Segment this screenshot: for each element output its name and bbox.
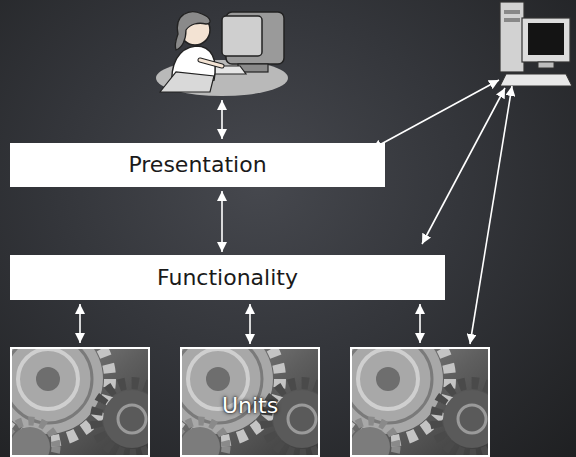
drive-bay — [504, 18, 520, 22]
node-label: Presentation — [128, 152, 266, 177]
unit-tile: Units — [180, 347, 320, 457]
double-arrow — [79, 304, 81, 343]
gear-tile — [326, 317, 508, 457]
gear-tile — [156, 317, 338, 457]
gear-tile — [0, 317, 168, 457]
girl-hair — [175, 12, 210, 50]
double-arrow — [419, 304, 421, 343]
node-label: Units — [222, 393, 278, 418]
node-label: Functionality — [157, 265, 298, 290]
double-arrow — [221, 100, 223, 139]
computer-monitor — [522, 18, 570, 62]
double-arrow — [249, 304, 251, 344]
computer-keyboard — [500, 74, 572, 86]
double-arrow — [422, 88, 505, 244]
user-clipart — [156, 12, 288, 96]
double-arrow — [221, 191, 223, 252]
layer-box: Presentation — [10, 143, 385, 187]
girl-arm-fill — [200, 60, 222, 66]
monitor-stand — [538, 62, 554, 68]
layer-box: Functionality — [10, 255, 445, 300]
double-arrow — [372, 80, 499, 149]
girl-legs — [160, 72, 214, 92]
computer-screen — [528, 23, 564, 55]
computer-icon — [500, 2, 572, 86]
girl-arm — [200, 60, 222, 66]
drive-bay — [504, 10, 520, 14]
monitor-screen — [222, 16, 262, 56]
computer-tower — [500, 2, 524, 72]
double-arrow — [470, 86, 512, 344]
